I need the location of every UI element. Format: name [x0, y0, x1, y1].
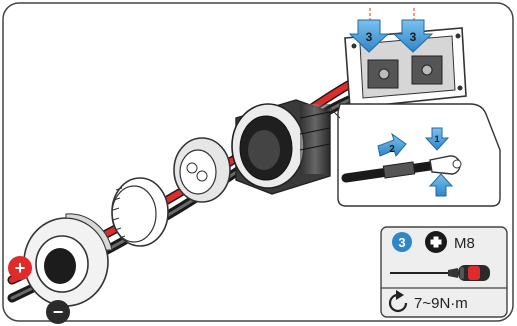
torque-label: 7~9N·m — [414, 295, 468, 312]
inset-step-1-label: 1 — [434, 134, 439, 144]
size-label: M8 — [454, 235, 475, 252]
cross-screwdriver-icon — [425, 231, 447, 253]
inset-step-2-label: 2 — [389, 144, 395, 155]
tool-spec-panel: 3 M8 7~9N·m — [381, 227, 507, 317]
spec-step-number: 3 — [398, 235, 405, 250]
step-label-left: 3 — [366, 30, 373, 44]
positive-symbol: + — [8, 256, 32, 280]
negative-symbol: − — [46, 300, 70, 324]
step-label-right: 3 — [410, 30, 417, 44]
threaded-seal-ring — [112, 178, 168, 246]
negative-symbol-text: − — [53, 302, 64, 322]
crimp-detail-inset: 2 1 — [330, 104, 500, 206]
rubber-gasket — [174, 138, 230, 202]
connector-housing — [232, 100, 330, 194]
positive-symbol-text: + — [15, 258, 26, 278]
